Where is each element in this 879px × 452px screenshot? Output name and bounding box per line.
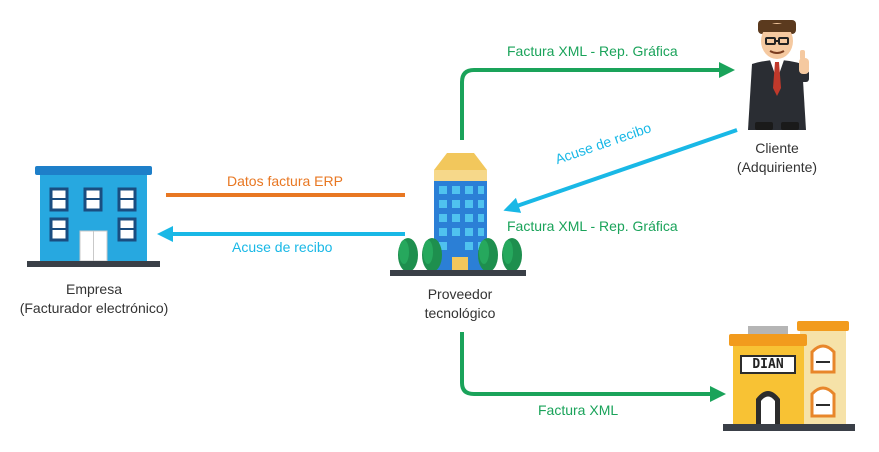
caption-cliente-line2: (Adquiriente): [736, 159, 818, 175]
label-factura-dian: Factura XML: [538, 402, 619, 418]
businessman-thumbs-up-icon: [748, 20, 809, 130]
skyscraper-icon: [390, 153, 526, 276]
caption-empresa-line1: Empresa: [65, 281, 123, 297]
label-datos-erp: Datos factura ERP: [227, 173, 343, 189]
government-building-icon: [723, 321, 855, 431]
caption-empresa: Empresa (Facturador electrónico): [4, 280, 184, 318]
label-factura-proveedor: Factura XML - Rep. Gráfica: [507, 218, 678, 234]
caption-proveedor: Proveedor tecnológico: [400, 285, 520, 323]
arrow-acuse-cliente: [503, 128, 738, 213]
office-building-icon: [27, 166, 160, 267]
label-factura-cliente: Factura XML - Rep. Gráfica: [507, 43, 678, 59]
arrow-factura-dian: [460, 332, 726, 402]
caption-proveedor-line1: Proveedor: [427, 286, 493, 302]
caption-empresa-line2: (Facturador electrónico): [19, 300, 169, 316]
dian-sign-text: DIAN: [752, 357, 784, 372]
label-acuse-empresa: Acuse de recibo: [232, 239, 333, 255]
arrow-factura-cliente: [460, 62, 735, 140]
caption-proveedor-line2: tecnológico: [424, 305, 496, 321]
caption-cliente: Cliente (Adquiriente): [717, 139, 837, 177]
caption-cliente-line1: Cliente: [755, 140, 799, 156]
